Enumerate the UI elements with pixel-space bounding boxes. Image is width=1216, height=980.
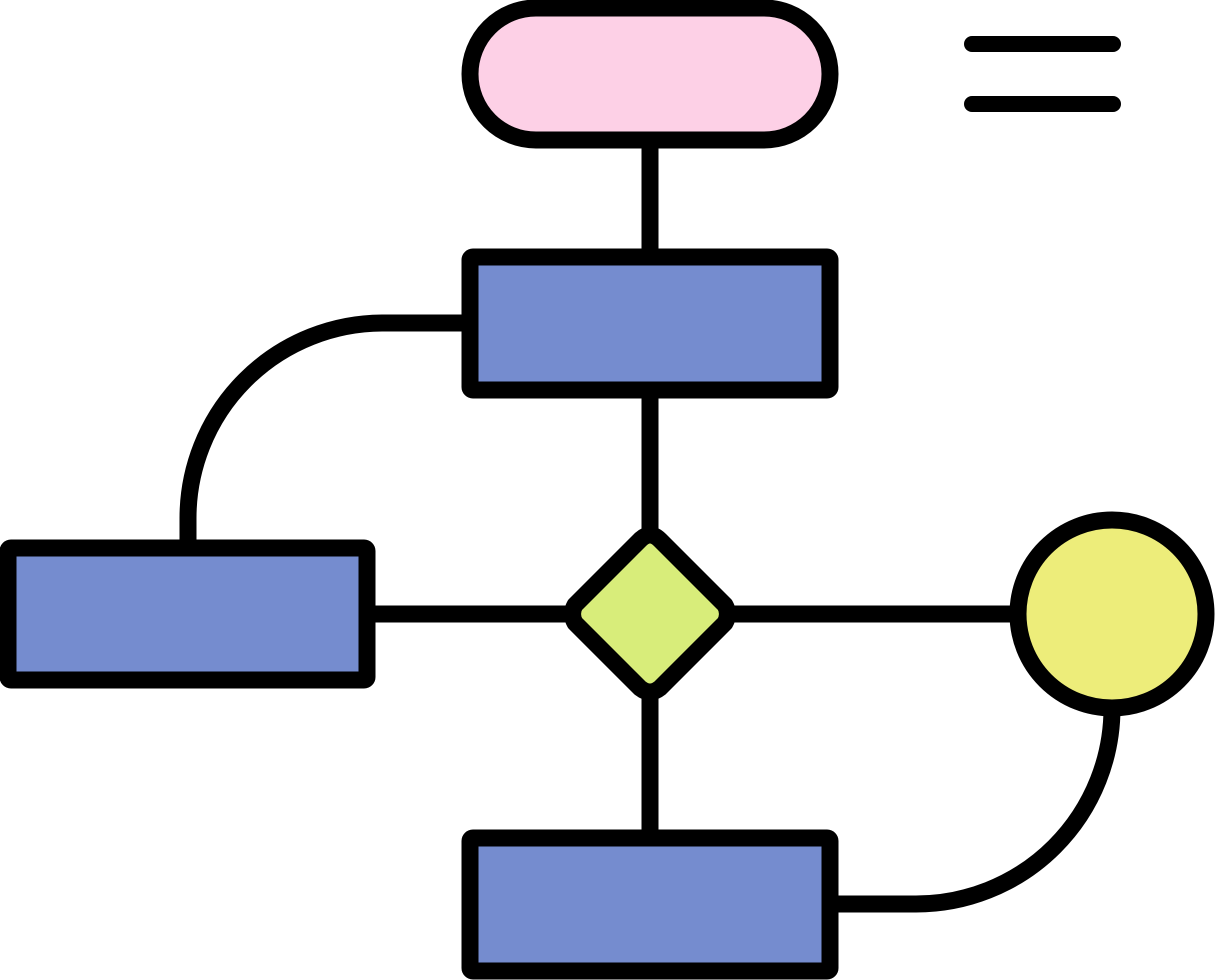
start-terminal-pill xyxy=(461,0,839,149)
menu-lines-icon xyxy=(964,36,1121,112)
decision-diamond xyxy=(564,526,736,701)
process-bottom-rectangle xyxy=(461,829,839,980)
edge-process-top-to-process-left xyxy=(179,314,470,548)
edge-process-bottom-to-end xyxy=(830,707,1121,913)
connectors xyxy=(179,140,1121,913)
process-left-rectangle xyxy=(0,539,376,689)
process-top-rectangle xyxy=(461,248,839,399)
end-connector-circle xyxy=(1009,511,1215,717)
